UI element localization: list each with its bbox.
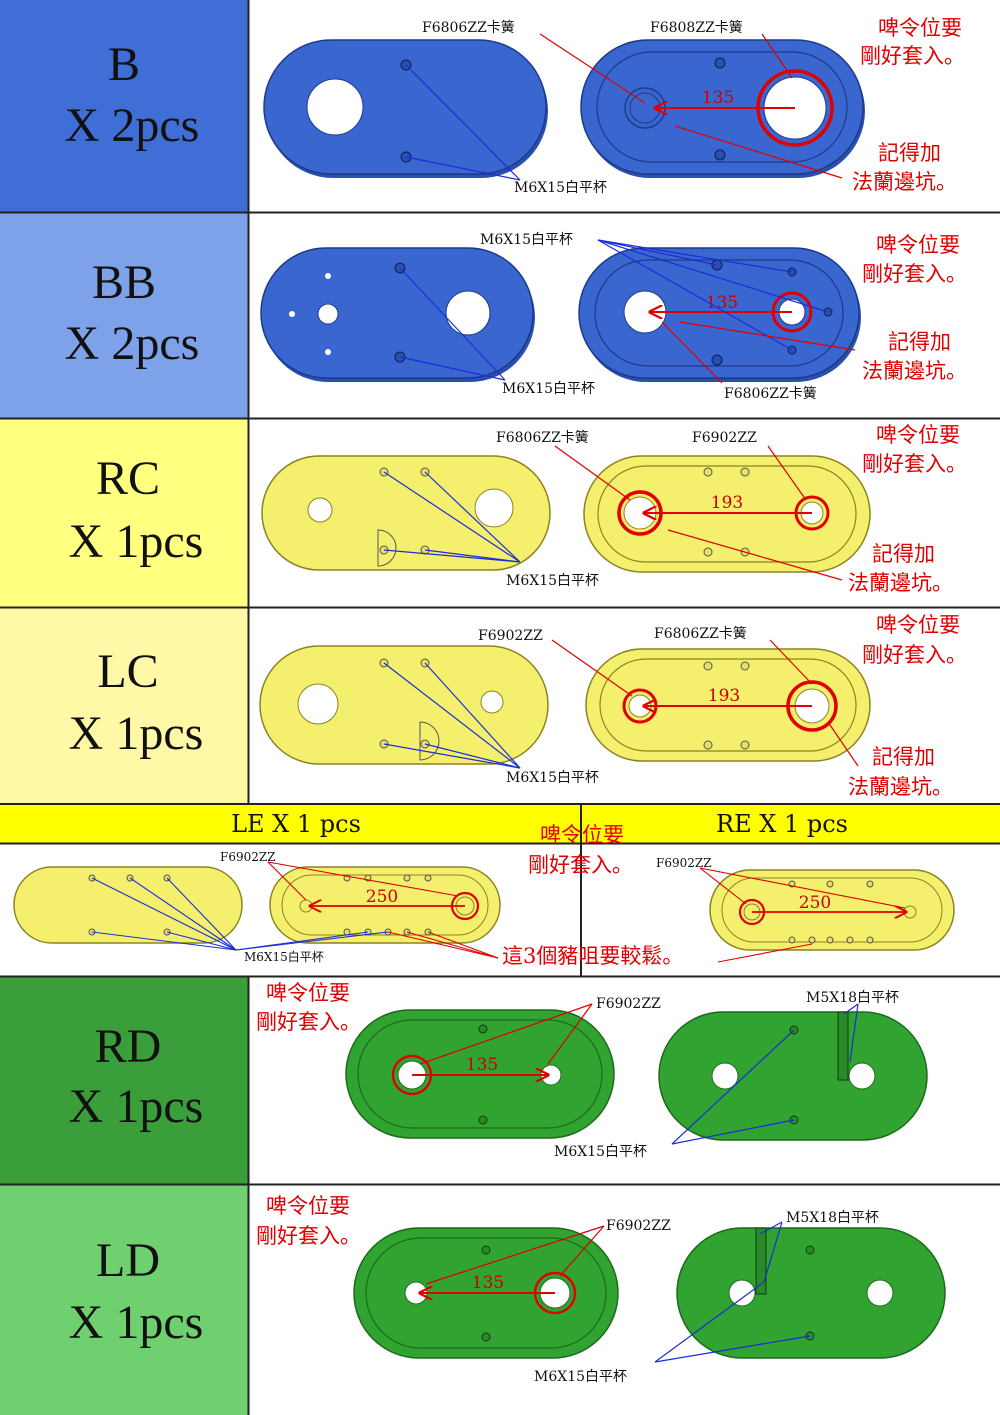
row-b-qty: X 2pcs: [65, 99, 200, 152]
row-rd-name: RD: [95, 1020, 162, 1073]
ld-note-fit-1: 啤令位要: [266, 1194, 350, 1218]
lc-note-fit-2: 剛好套入。: [862, 643, 967, 667]
row-rc-qty: X 1pcs: [69, 515, 204, 568]
lc-label-f6902: F6902ZZ: [478, 628, 543, 644]
lc-label-f6806: F6806ZZ卡簧: [654, 626, 747, 642]
ld-leaders: [425, 1221, 811, 1363]
row-cell-lc: [0, 608, 248, 803]
row-rd-qty: X 1pcs: [69, 1080, 204, 1133]
row-ld-name: LD: [96, 1234, 160, 1287]
bb-note-fit-2: 剛好套入。: [862, 262, 967, 286]
lc-note-fit-1: 啤令位要: [876, 613, 960, 637]
lc-label-m6: M6X15白平杯: [506, 770, 599, 786]
ld-note-fit-2: 剛好套入。: [256, 1224, 361, 1248]
row-cell-rc: [0, 419, 248, 607]
rd-note-fit-2: 剛好套入。: [256, 1010, 361, 1034]
bb-leaders: [399, 239, 856, 384]
rc-note-flange-2: 法蘭邊坑。: [848, 571, 953, 595]
row-cell-bb: [0, 213, 248, 418]
row-cell-b: [0, 0, 248, 212]
bb-label-m6-bottom: M6X15白平杯: [502, 381, 595, 397]
le-re-band: [0, 805, 1000, 843]
part-b-back: [263, 39, 548, 178]
le-label-m6: M6X15白平杯: [244, 949, 324, 964]
le-re-leaders: [91, 861, 906, 963]
bb-note-flange-2: 法蘭邊坑。: [862, 359, 967, 383]
b-note-fit-1: 啤令位要: [878, 16, 962, 40]
rd-leaders: [419, 1003, 859, 1145]
b-dim-135: 135: [702, 88, 734, 108]
row-cell-ld: [0, 1185, 248, 1415]
part-ld-front: [676, 1227, 946, 1359]
part-rd-front: [658, 1011, 928, 1141]
bb-note-fit-1: 啤令位要: [876, 233, 960, 257]
band-left-label: LE X 1 pcs: [231, 810, 361, 838]
rc-note-fit-2: 剛好套入。: [862, 452, 967, 476]
ld-label-f6902: F6902ZZ: [606, 1218, 671, 1234]
rc-note-flange-1: 記得加: [872, 542, 935, 566]
part-rd-back: [345, 1009, 615, 1139]
row-lc-name: LC: [97, 645, 158, 698]
rc-label-f6902: F6902ZZ: [692, 430, 757, 446]
le-label-f6902: F6902ZZ: [220, 850, 276, 864]
le-dim-250: 250: [366, 887, 398, 907]
re-dim-250: 250: [799, 893, 831, 913]
b-note-flange-2: 法蘭邊坑。: [852, 170, 957, 194]
rc-dim-193: 193: [711, 493, 743, 513]
bb-label-m6-top: M6X15白平杯: [480, 232, 573, 248]
rd-dim-135: 135: [466, 1055, 498, 1075]
ld-label-m6: M6X15白平杯: [534, 1369, 627, 1385]
bb-note-flange-1: 記得加: [888, 330, 951, 354]
part-rc-back: [261, 455, 551, 571]
bb-label-f6806: F6806ZZ卡簧: [724, 386, 817, 402]
band-right-label: RE X 1 pcs: [716, 810, 848, 838]
part-re: [709, 869, 955, 951]
row-b-name: B: [108, 38, 140, 91]
row-bb-qty: X 2pcs: [65, 317, 200, 370]
b-note-fit-2: 剛好套入。: [860, 44, 965, 68]
le-re-note-loose: 這3個豬咀要較鬆。: [502, 944, 683, 968]
le-re-note-fit-2: 剛好套入。: [528, 853, 633, 877]
b-leaders: [405, 33, 843, 181]
part-rc-front: [583, 455, 871, 573]
part-b-front: [580, 39, 865, 178]
b-label-m6: M6X15白平杯: [514, 180, 607, 196]
b-label-f6806: F6806ZZ卡簧: [422, 20, 515, 36]
row-rc-name: RC: [96, 452, 160, 505]
lc-leaders: [383, 639, 859, 769]
ld-dim-135: 135: [472, 1273, 504, 1293]
lc-dim-193: 193: [708, 686, 740, 706]
rc-label-m6: M6X15白平杯: [506, 573, 599, 589]
rc-leaders: [383, 445, 843, 581]
rc-label-f6806: F6806ZZ卡簧: [496, 430, 589, 446]
rd-label-f6902: F6902ZZ: [596, 996, 661, 1012]
b-note-flange-1: 記得加: [878, 141, 941, 165]
le-re-note-fit-1: 啤令位要: [540, 823, 624, 847]
rd-note-fit-1: 啤令位要: [266, 981, 350, 1005]
ld-label-m5: M5X18白平杯: [786, 1210, 879, 1226]
row-ld-qty: X 1pcs: [69, 1296, 204, 1349]
part-bb-front: [578, 247, 861, 382]
row-lc-qty: X 1pcs: [69, 707, 204, 760]
b-label-f6808: F6808ZZ卡簧: [650, 20, 743, 36]
part-lc-front: [585, 648, 871, 762]
lc-note-flange-1: 記得加: [872, 745, 935, 769]
lc-note-flange-2: 法蘭邊坑。: [848, 775, 953, 799]
row-cell-rd: [0, 977, 248, 1184]
part-le-back: [13, 866, 243, 944]
part-lc-back: [259, 645, 549, 765]
rc-note-fit-1: 啤令位要: [876, 423, 960, 447]
bb-dim-135: 135: [706, 293, 738, 313]
row-bb-name: BB: [92, 256, 156, 309]
part-ld-back: [353, 1227, 619, 1359]
part-bb-back: [260, 247, 535, 382]
re-label-f6902: F6902ZZ: [656, 856, 712, 870]
rd-label-m6: M6X15白平杯: [554, 1144, 647, 1160]
rd-label-m5: M5X18白平杯: [806, 990, 899, 1006]
